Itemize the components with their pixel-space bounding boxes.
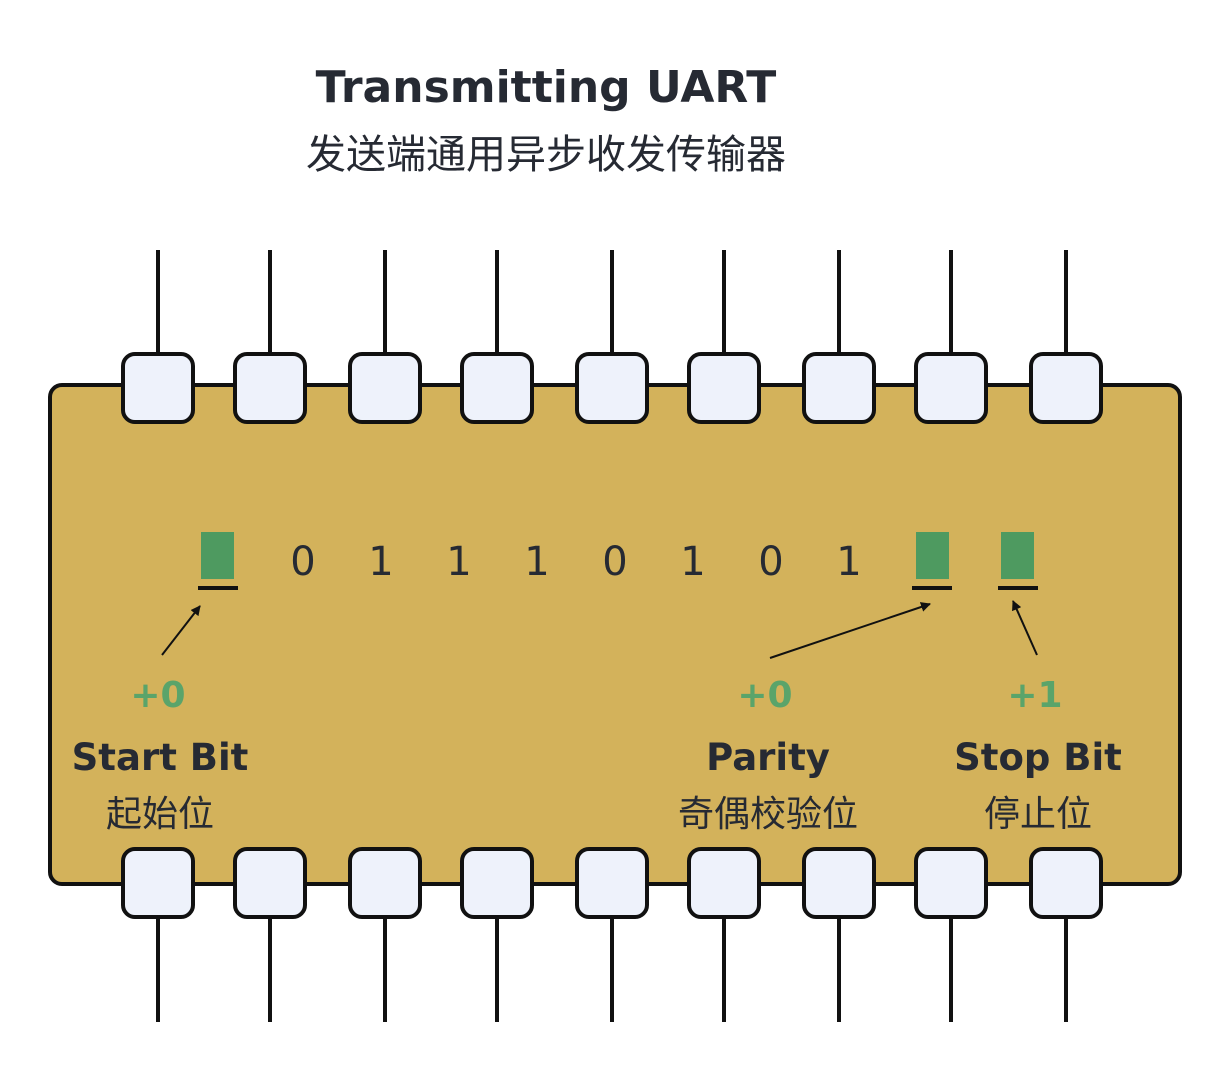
data-bit: 1 [446,539,471,585]
data-bits: 0 1 1 1 0 1 0 1 [290,539,861,585]
data-bit: 1 [836,539,861,585]
data-bit: 1 [680,539,705,585]
data-bit: 1 [524,539,549,585]
bottom-pin-pad [802,847,876,919]
bottom-pin-pad [121,847,195,919]
bottom-pin-pad [348,847,422,919]
bottom-pin-pad [460,847,534,919]
top-pin-pad [802,352,876,424]
top-pin-pad [687,352,761,424]
top-pin-pad [575,352,649,424]
parity-bit-marker [916,532,949,579]
start-bit-marker [201,532,234,579]
bottom-pin-pad [575,847,649,919]
stop-bit-arrow [1012,600,1038,656]
title-chinese: 发送端通用异步收发传输器 [306,132,786,178]
top-pin-leads [156,250,1068,354]
bottom-pin-leads [156,917,1068,1022]
top-pin-pad [233,352,307,424]
start-bit-arrow [161,605,201,656]
data-bit: 0 [602,539,627,585]
stop-bit-marker [1001,532,1034,579]
bottom-pin-pad [233,847,307,919]
top-pin-pad [914,352,988,424]
data-bit: 0 [758,539,783,585]
stop-bit-delta: +1 [1007,675,1062,716]
bottom-pin-pad [914,847,988,919]
data-bit: 1 [368,539,393,585]
start-bit-delta: +0 [130,675,185,716]
start-bit-label: Start Bit [72,736,249,779]
top-pin-pad [348,352,422,424]
parity-bit-label-zh: 奇偶校验位 [678,794,858,835]
top-pin-pad [121,352,195,424]
top-pin-pad [1029,352,1103,424]
bit-row: 0 1 1 1 0 1 0 1 [198,532,1038,590]
title-english: Transmitting UART [316,62,777,113]
stop-bit-label-zh: 停止位 [984,794,1092,835]
stop-bit-label: Stop Bit [954,736,1122,779]
parity-bit-arrow [769,602,931,659]
data-bit: 0 [290,539,315,585]
bottom-pin-pad [687,847,761,919]
top-pin-pad [460,352,534,424]
bottom-pin-pads [121,847,1103,919]
start-bit-label-zh: 起始位 [106,794,214,835]
bottom-pin-pad [1029,847,1103,919]
parity-bit-delta: +0 [737,675,792,716]
parity-bit-label: Parity [706,736,830,779]
top-pin-pads [121,352,1103,424]
